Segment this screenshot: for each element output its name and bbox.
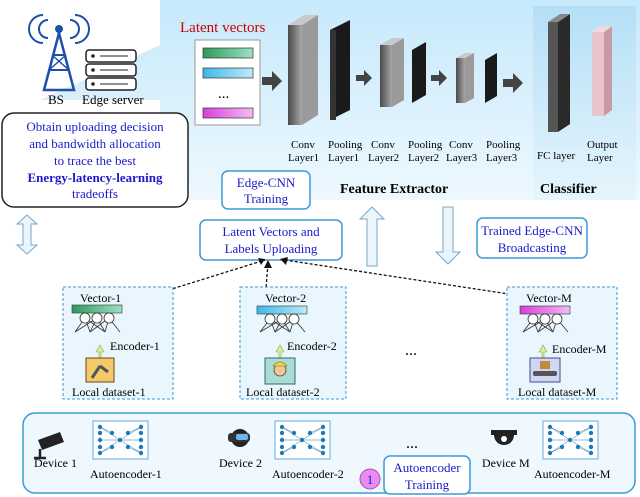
layer-label: Conv (291, 139, 315, 151)
svg-text:and bandwidth allocation: and bandwidth allocation (29, 136, 161, 151)
layer-label: Layer3 (486, 152, 518, 164)
bidirectional-arrow-icon (15, 214, 39, 255)
svg-text:Training: Training (405, 477, 450, 492)
bs-label: BS (48, 92, 64, 107)
svg-text:Local dataset-2: Local dataset-2 (246, 385, 320, 399)
svg-text:Latent Vectors and: Latent Vectors and (222, 224, 320, 239)
layer-label: Conv (449, 139, 473, 151)
feature-extractor-label: Feature Extractor (340, 182, 448, 197)
svg-text:Local dataset-1: Local dataset-1 (72, 385, 146, 399)
output-layer-label: Output (587, 139, 618, 151)
edge-server-label: Edge server (82, 92, 144, 107)
device-label: Device M (482, 456, 530, 470)
layer-label: Layer3 (446, 152, 478, 164)
encoder-panel-1: Vector-1 Encoder-1 Local dataset-1 (62, 286, 174, 400)
robot-arm-icon (85, 357, 115, 383)
layer-label: Pooling (328, 139, 363, 151)
bs-tower-icon (28, 14, 90, 92)
vr-headset-icon (228, 429, 250, 447)
bottom-ellipsis: ... (406, 435, 418, 452)
layer-label: Conv (371, 139, 395, 151)
encoder-panel-m: Vector-M Encoder-M Local dataset-M (506, 286, 618, 400)
svg-text:Autoencoder: Autoencoder (393, 460, 461, 475)
svg-text:Labels Uploading: Labels Uploading (225, 241, 318, 256)
svg-text:Vector-2: Vector-2 (265, 291, 306, 305)
latent-vectors-box (194, 39, 261, 126)
middle-ellipsis: ... (405, 342, 417, 359)
classifier-label: Classifier (540, 182, 597, 197)
svg-text:Local dataset-M: Local dataset-M (518, 385, 597, 399)
upload-arrow-icon (358, 206, 386, 267)
broadcast-arrow-icon (434, 206, 462, 265)
svg-text:Energy-latency-learning: Energy-latency-learning (27, 170, 163, 185)
conveyor-icon (529, 357, 561, 383)
layer-labels: Conv Layer1 Pooling Layer1 Conv Layer2 P… (288, 139, 618, 164)
classifier-blocks (548, 14, 612, 132)
cnn-layer-blocks (288, 15, 497, 125)
layer-label: Pooling (408, 139, 443, 151)
svg-text:Encoder-2: Encoder-2 (287, 339, 337, 353)
layer-label: Pooling (486, 139, 521, 151)
svg-text:Training: Training (244, 191, 289, 206)
layer-label: Layer1 (328, 152, 359, 164)
dome-camera-icon (491, 430, 517, 445)
uploading-box: Latent Vectors and Labels Uploading (199, 219, 343, 261)
edge-server-icon (85, 49, 137, 91)
svg-text:Vector-1: Vector-1 (80, 291, 121, 305)
svg-text:Edge-CNN: Edge-CNN (237, 175, 296, 190)
svg-text:Encoder-1: Encoder-1 (110, 339, 160, 353)
autoencoder-network-icon (274, 420, 331, 460)
svg-text:tradeoffs: tradeoffs (72, 186, 118, 201)
autoencoder-network-icon (92, 420, 149, 460)
layer-label: Layer2 (368, 152, 399, 164)
broadcasting-box: Trained Edge-CNN Broadcasting (476, 217, 588, 259)
svg-text:Trained Edge-CNN: Trained Edge-CNN (481, 223, 583, 238)
autoencoder-label: Autoencoder-1 (90, 467, 162, 481)
worker-icon (264, 357, 296, 385)
autoencoder-label: Autoencoder-M (534, 467, 611, 481)
cctv-camera-icon (34, 432, 64, 460)
autoencoder-training-box: 1 Autoencoder Training (359, 455, 471, 495)
svg-text:Broadcasting: Broadcasting (498, 240, 567, 255)
latent-vectors-title: Latent vectors (180, 20, 266, 36)
svg-text:1: 1 (367, 472, 374, 487)
layer-label: Layer1 (288, 152, 319, 164)
layer-label: Layer2 (408, 152, 439, 164)
svg-text:to trace the best: to trace the best (54, 153, 136, 168)
layer-arrows (262, 70, 523, 93)
svg-text:Obtain uploading decision: Obtain uploading decision (26, 119, 164, 134)
autoencoder-label: Autoencoder-2 (272, 467, 344, 481)
decision-box: Obtain uploading decision and bandwidth … (1, 112, 189, 208)
fc-layer-label: FC layer (537, 150, 576, 162)
encoder-panel-2: Vector-2 Encoder-2 Local dataset-2 (239, 286, 347, 400)
device-label: Device 2 (219, 456, 262, 470)
output-layer-label: Layer (587, 152, 613, 164)
svg-text:Encoder-M: Encoder-M (552, 342, 607, 356)
autoencoder-network-icon (542, 420, 599, 460)
latent-ellipsis: ... (218, 86, 229, 102)
edge-cnn-training-box: Edge-CNN Training (221, 170, 311, 210)
svg-text:Vector-M: Vector-M (526, 291, 572, 305)
device-label: Device 1 (34, 456, 77, 470)
